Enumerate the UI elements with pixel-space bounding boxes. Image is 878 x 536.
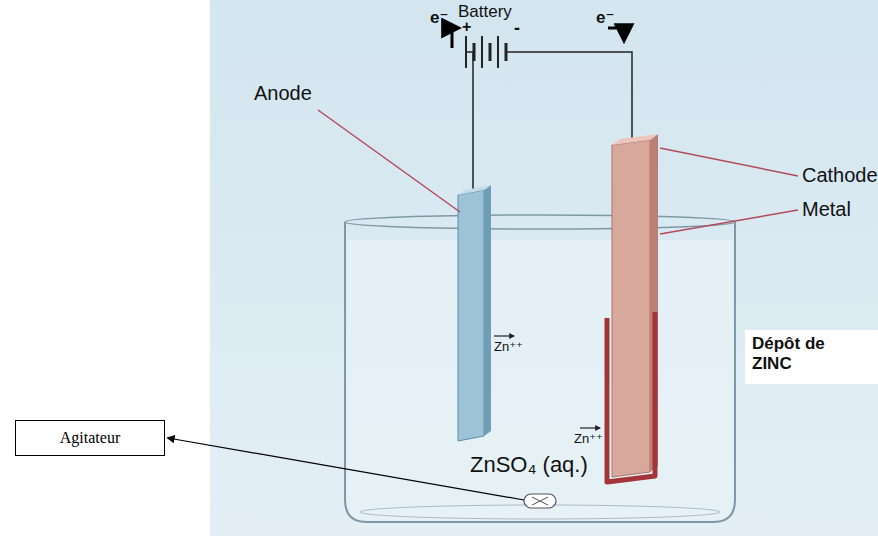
beaker-glass	[345, 222, 735, 522]
battery-plate	[473, 43, 476, 61]
stirrer-mark	[532, 497, 548, 505]
battery-plate	[497, 36, 499, 68]
anode-side	[484, 185, 491, 436]
polarity-sign: -	[514, 18, 520, 39]
battery-plate	[489, 43, 492, 61]
electron-arrow	[452, 28, 458, 48]
cathode-top	[612, 134, 658, 145]
zinc-deposit	[607, 312, 655, 482]
electron-arrow	[608, 28, 624, 40]
polarity-sign: +	[462, 18, 471, 36]
battery-lead	[506, 51, 514, 53]
leader-line	[318, 110, 460, 212]
ion-label: Zn⁺⁺	[574, 432, 603, 447]
stirrer-body	[524, 494, 556, 508]
wire	[514, 52, 632, 140]
beaker-rim	[345, 215, 735, 229]
ion-arrow	[580, 427, 600, 428]
label-ground	[745, 330, 878, 384]
electron-label: e⁻	[596, 8, 614, 28]
anode-plate	[458, 190, 484, 441]
stirrer-bar	[524, 494, 556, 508]
cathode-plate	[612, 140, 650, 477]
wire	[466, 52, 473, 190]
callout-text: Agitateur	[60, 429, 120, 447]
callout-box: Agitateur	[15, 420, 165, 456]
solution-label: ZnSO₄ (aq.)	[470, 452, 588, 477]
solution	[347, 240, 733, 520]
battery-plate	[465, 36, 467, 68]
leader-line	[660, 210, 798, 234]
battery-plate	[481, 36, 483, 68]
background-panel	[210, 0, 878, 536]
battery-symbol	[466, 36, 514, 68]
leader-line	[660, 148, 798, 176]
part-label: Anode	[254, 82, 312, 105]
anode-top	[458, 185, 491, 195]
ion-arrow	[494, 335, 514, 336]
ion-label: Zn⁺⁺	[494, 340, 523, 355]
deposit-label: Dépôt de ZINC	[752, 334, 844, 373]
part-label: Cathode	[802, 164, 878, 187]
part-label: Metal	[802, 198, 851, 221]
electron-label: e⁻	[430, 8, 448, 28]
